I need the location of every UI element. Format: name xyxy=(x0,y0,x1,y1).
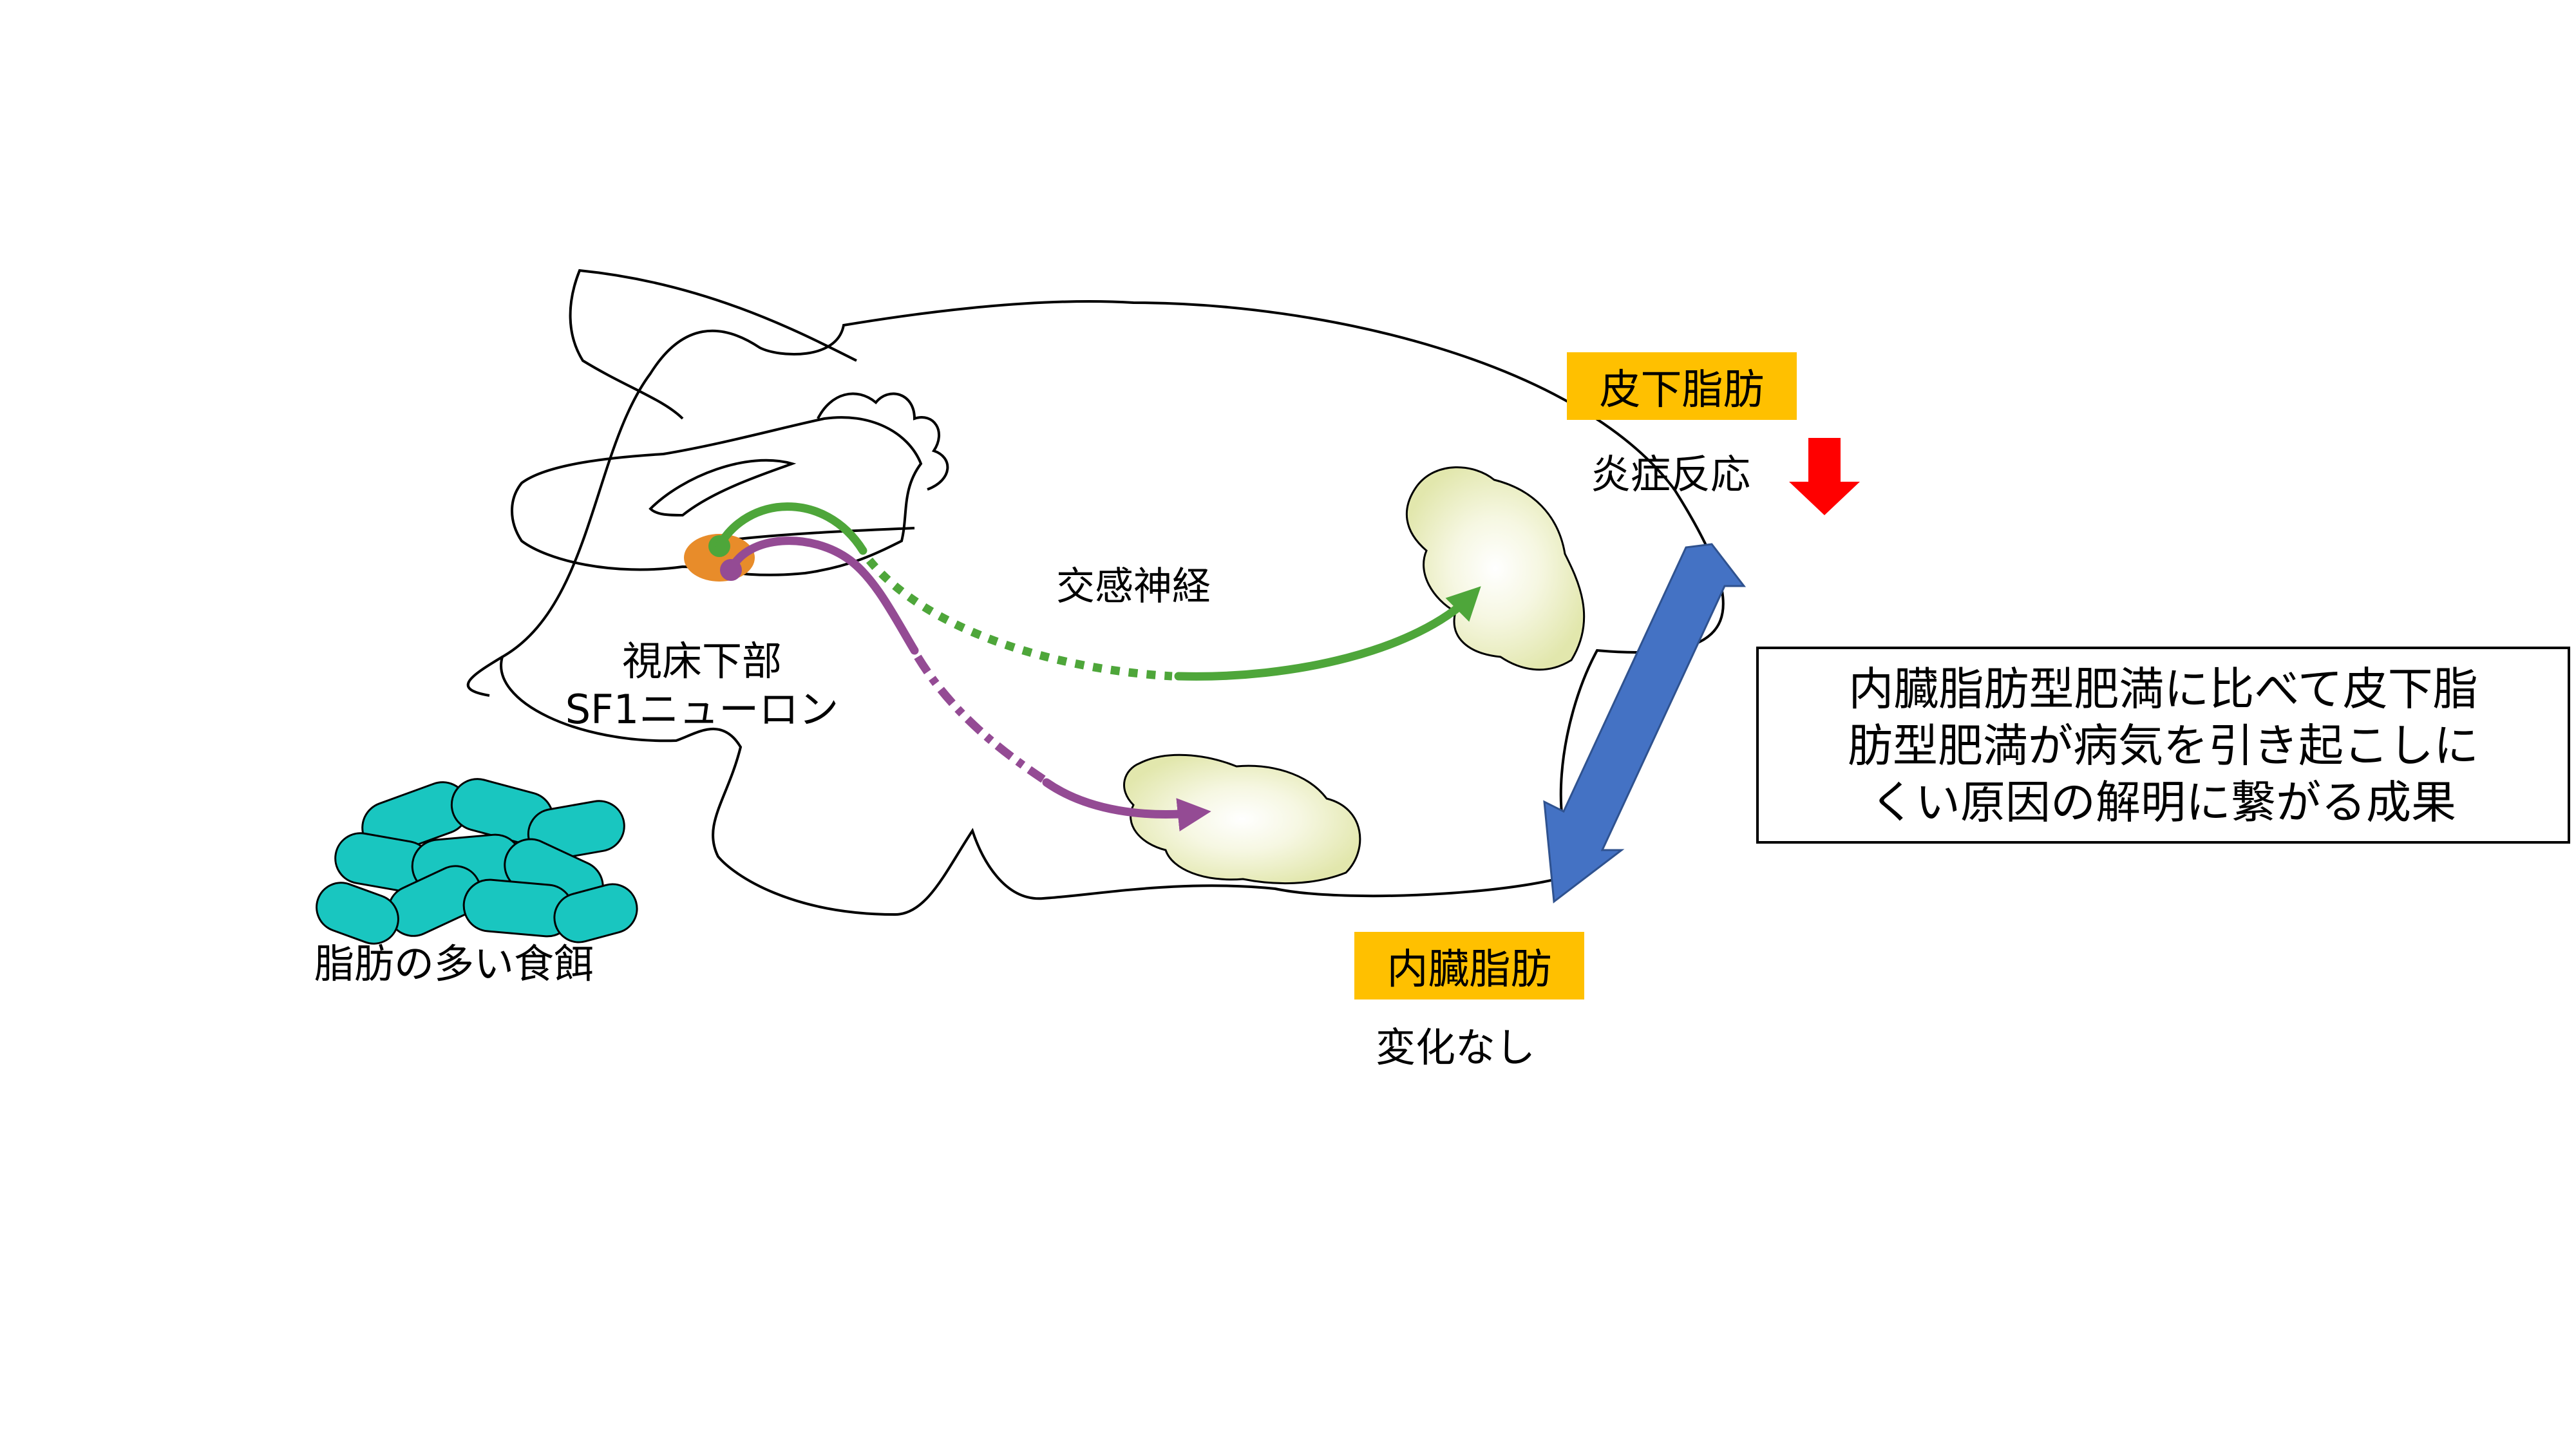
sf1-neuron-label: SF1ニューロン xyxy=(565,686,839,733)
brain-outline xyxy=(511,416,923,576)
food-pellets-icon xyxy=(316,778,638,945)
no-change-label: 変化なし xyxy=(1376,1024,1536,1071)
mouse-ear xyxy=(569,269,857,420)
green-pathway-arrow xyxy=(1174,586,1481,681)
mouse-snout xyxy=(466,656,504,697)
mouse-body-outline xyxy=(500,300,1725,916)
green-pathway-dotted xyxy=(866,557,1173,681)
brain-internal-line xyxy=(649,459,797,517)
purple-pathway-dotted xyxy=(914,654,1046,783)
conclusion-line-1: 内臓脂肪型肥満に比べて皮下脂 xyxy=(1848,663,2478,715)
conclusion-line-2: 肪型肥満が病気を引き起こしに xyxy=(1848,719,2479,772)
green-pathway-solid xyxy=(715,502,867,555)
visceral-fat-tag: 内臓脂肪 xyxy=(1354,932,1584,999)
red-down-arrow-icon xyxy=(1789,438,1860,515)
purple-pathway-arrow xyxy=(1042,778,1211,831)
double-headed-arrow-icon xyxy=(1543,543,1747,904)
visceral-fat-label: 内臓脂肪 xyxy=(1387,945,1552,994)
brain-cerebellum xyxy=(817,392,949,491)
conclusion-line-3: くい原因の解明に繋がる成果 xyxy=(1870,776,2456,829)
hypothalamus-label: 視床下部 xyxy=(621,638,782,685)
inflammation-label: 炎症反応 xyxy=(1591,451,1751,498)
sympathetic-nerve-label: 交感神経 xyxy=(1056,564,1211,609)
conclusion-box: 内臓脂肪型肥満に比べて皮下脂 肪型肥満が病気を引き起こしに くい原因の解明に繋が… xyxy=(1756,647,2570,844)
subcutaneous-fat-label: 皮下脂肪 xyxy=(1599,366,1765,414)
brain-lower-line xyxy=(721,527,915,542)
high-fat-diet-label: 脂肪の多い食餌 xyxy=(314,940,594,987)
subcutaneous-fat-tissue xyxy=(1405,466,1586,671)
visceral-fat-tissue xyxy=(1123,753,1361,885)
subcutaneous-fat-tag: 皮下脂肪 xyxy=(1567,352,1797,420)
purple-pathway-solid xyxy=(726,536,919,655)
